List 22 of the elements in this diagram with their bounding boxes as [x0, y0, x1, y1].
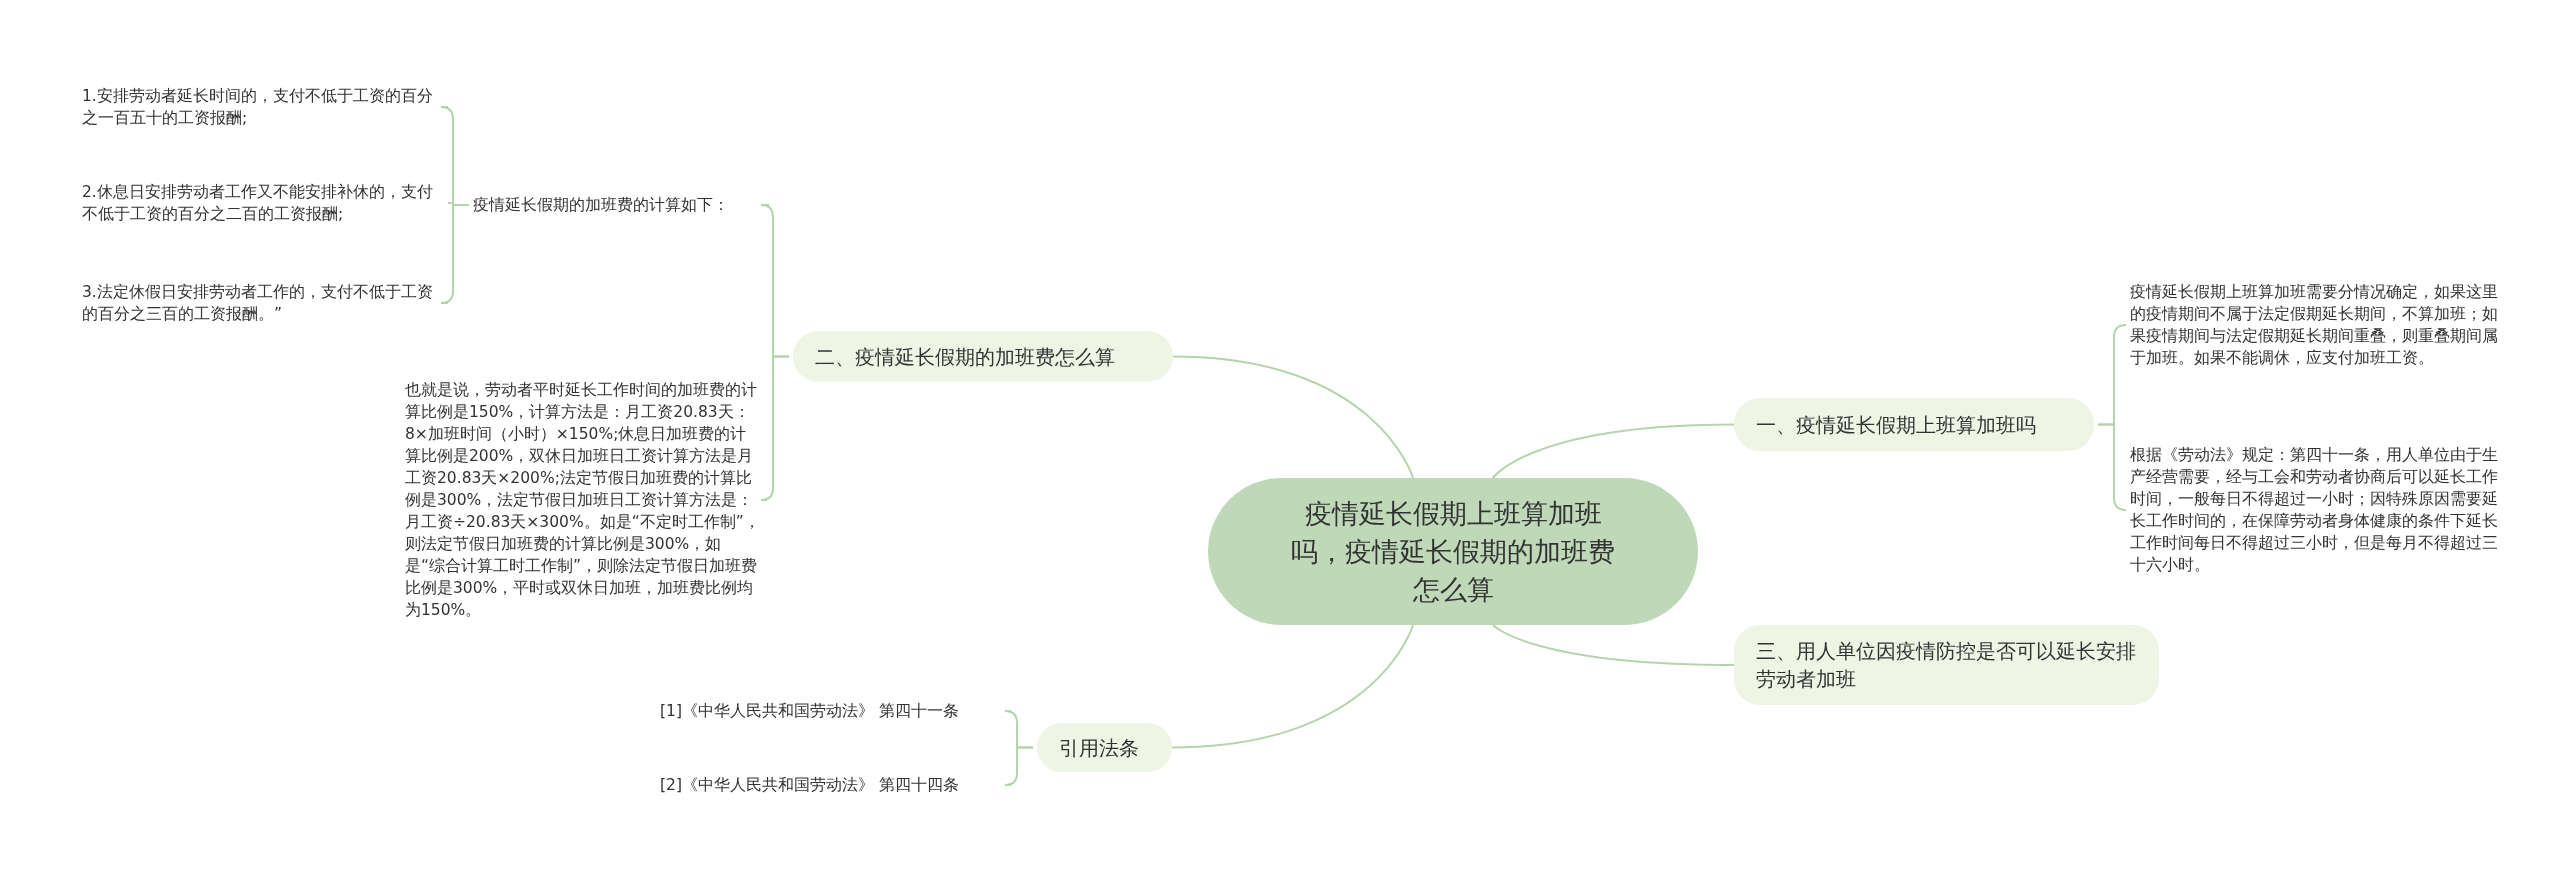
central-topic: 疫情延长假期上班算加班吗，疫情延长假期的加班费怎么算: [1208, 478, 1698, 625]
note-text: 2.休息日安排劳动者工作又不能安排补休的，支付不低于工资的百分之二百的工资报酬;: [82, 182, 434, 225]
connector-line: [1171, 624, 1414, 749]
note-text: 根据《劳动法》规定：第四十一条，用人单位由于生产经营需要，经与工会和劳动者协商后可以延长工作时间，一般每日不得超过一小时；因特殊原因需要延长工作时间的，在保障劳动者身体健康的条件下延长工作时间每日不得超过三小时，但是每月不得超过三十六小时。: [2130, 445, 2499, 576]
topic-box: 二、疫情延长假期的加班费怎么算: [793, 331, 1173, 382]
connector-line: [1492, 423, 1735, 479]
note-text: 3.法定休假日安排劳动者工作的，支付不低于工资的百分之三百的工资报酬。”: [82, 282, 434, 325]
note-text: 也就是说，劳动者平时延长工作时间的加班费的计算比例是150%，计算方法是：月工资20.83天：8×加班时间（小时）×150%;休息日加班费的计算比例是200%，双休日加班日工资计算方法是月工资20.83天×200%;法定节假日加班费的计算比例是300%，法定节假日加班日工资计算方法是：月工资÷20.83天×300%。如是“不定时工作制”，则法定节假日加班费的计算比例是300%，如是“综合计算工时工作制”，则除法定节假日加班费比例是300%，平时或双休日加班，加班费比例均为150%。: [405, 380, 761, 621]
connector-line: [1172, 355, 1414, 479]
connector-line: [760, 355, 790, 501]
note-text: 疫情延长假期上班算加班需要分情况确定，如果这里的疫情期间不属于法定假期延长期间，不算加班；如果疫情期间与法定假期延长期间重叠，则重叠期间属于加班。如果不能调休，应支付加班工资。: [2130, 282, 2499, 369]
topic-box: 引用法条: [1037, 723, 1172, 772]
connector-line: [1004, 746, 1034, 786]
topic-box: 三、用人单位因疫情防控是否可以延长安排劳动者加班: [1734, 625, 2159, 705]
connector-line: [1492, 624, 1735, 666]
note-text: [2]《中华人民共和国劳动法》 第四十四条: [660, 775, 960, 796]
connector-line: [440, 204, 470, 304]
note-text: [1]《中华人民共和国劳动法》 第四十一条: [660, 701, 960, 722]
note-text: 1.安排劳动者延长时间的，支付不低于工资的百分之一百五十的工资报酬;: [82, 86, 434, 129]
connector-line: [2097, 423, 2127, 511]
note-text: 疫情延长假期的加班费的计算如下：: [473, 195, 730, 216]
topic-box: 一、疫情延长假期上班算加班吗: [1734, 398, 2094, 451]
